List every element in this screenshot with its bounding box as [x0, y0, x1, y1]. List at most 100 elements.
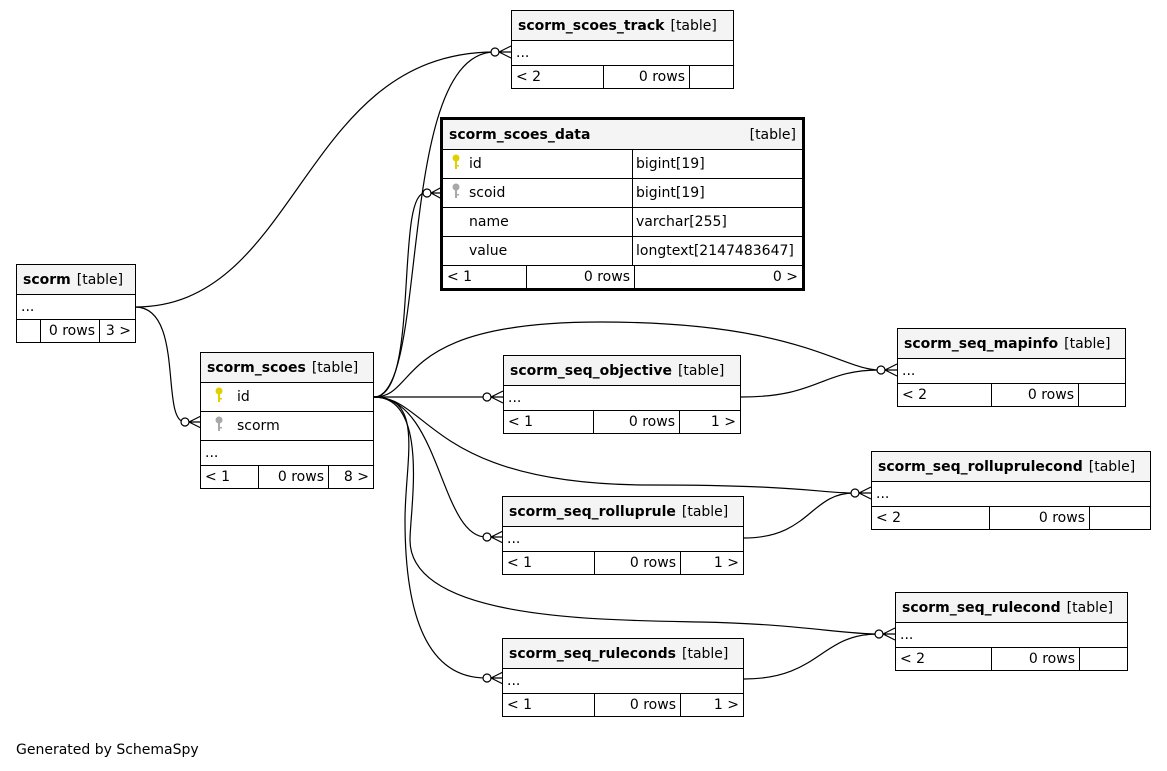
edge-scorm-to-scorm-scoes: [134, 306, 186, 423]
ellipsis-row: ...: [872, 481, 1150, 506]
table-header: scorm_seq_mapinfo [table]: [898, 329, 1125, 358]
table-footer: 0 rows 3 >: [17, 319, 135, 342]
table-footer: < 1 0 rows 1 >: [504, 410, 740, 433]
parents-count: < 2: [902, 387, 928, 403]
rows-count: 0 rows: [594, 694, 680, 716]
crows-foot-icon: [876, 363, 898, 377]
rows-count: 0 rows: [991, 384, 1078, 406]
table-scorm-seq-ruleconds[interactable]: scorm_seq_ruleconds [table] ... < 1 0 ro…: [502, 638, 744, 717]
table-scorm-seq-rolluprulecond[interactable]: scorm_seq_rolluprulecond [table] ... < 2…: [871, 451, 1151, 530]
table-footer: < 1 0 rows 8 >: [201, 465, 373, 488]
table-type: [table]: [749, 126, 796, 143]
table-name: scorm_seq_ruleconds: [509, 645, 676, 662]
column-type: longtext[2147483647]: [636, 243, 794, 259]
children-count: 1 >: [680, 694, 743, 716]
crows-foot-icon: [482, 671, 504, 685]
column-name-cell: value: [443, 237, 633, 265]
rows-count: 0 rows: [991, 648, 1079, 670]
rows-count: 0 rows: [593, 411, 679, 433]
ellipsis-row: ...: [512, 40, 733, 65]
edge-scorm-seq-ruleconds-to-scorm-seq-rulecond: [743, 633, 879, 680]
children-count: [689, 66, 733, 88]
ellipsis: ...: [902, 363, 916, 379]
table-header: scorm_scoes_track [table]: [512, 11, 733, 40]
crows-foot-icon: [482, 530, 504, 544]
crows-foot-icon: [482, 390, 504, 404]
table-type: [table]: [681, 503, 729, 520]
edge-scorm-scoes-to-scorm-seq-rulecond: [373, 396, 879, 635]
parents-count: < 1: [205, 469, 231, 485]
column-row: scorm: [201, 411, 373, 440]
ellipsis: ...: [205, 445, 219, 461]
parents-count: < 1: [447, 269, 473, 285]
table-scorm[interactable]: scorm [table] ... 0 rows 3 >: [16, 264, 136, 343]
table-name: scorm_scoes_data: [449, 126, 591, 143]
column-name-cell: name: [443, 208, 633, 236]
edge-scorm-scoes-to-scorm-seq-mapinfo: [373, 321, 881, 398]
parents-count: < 1: [507, 555, 533, 571]
generated-by-credit: Generated by SchemaSpy: [16, 742, 199, 758]
table-footer: < 2 0 rows: [872, 506, 1150, 529]
table-name: scorm_seq_rolluprulecond: [878, 458, 1083, 475]
table-scorm-seq-mapinfo[interactable]: scorm_seq_mapinfo [table] ... < 2 0 rows: [897, 328, 1126, 407]
table-type: [table]: [682, 645, 729, 662]
parents-count: [17, 320, 40, 342]
table-scorm-seq-rulecond[interactable]: scorm_seq_rulecond [table] ... < 2 0 row…: [895, 592, 1128, 671]
children-count: [1079, 648, 1127, 670]
rows-count: 0 rows: [594, 552, 680, 574]
parents-count: < 2: [516, 69, 542, 85]
ellipsis: ...: [516, 45, 530, 61]
table-header: scorm_scoes [table]: [201, 353, 373, 382]
column-name-cell: id: [443, 150, 633, 178]
ellipsis-row: ...: [898, 358, 1125, 383]
table-name: scorm_seq_rolluprule: [509, 503, 676, 520]
table-scorm-seq-objective[interactable]: scorm_seq_objective [table] ... < 1 0 ro…: [503, 355, 741, 434]
crows-foot-icon: [850, 486, 872, 500]
column-name: value: [469, 243, 508, 259]
parents-count: < 1: [508, 414, 534, 430]
column-row: name varchar[255]: [443, 207, 802, 236]
table-header: scorm_scoes_data [table]: [443, 120, 802, 149]
table-name: scorm_seq_rulecond: [902, 599, 1061, 616]
table-type: [table]: [670, 17, 717, 34]
column-name: id: [469, 156, 482, 172]
table-name: scorm_seq_mapinfo: [904, 335, 1059, 352]
ellipsis-row: ...: [504, 385, 740, 410]
ellipsis-row: ...: [201, 440, 373, 465]
primary-key-icon: [201, 386, 237, 408]
column-type: varchar[255]: [636, 214, 727, 230]
table-scorm-scoes[interactable]: scorm_scoes [table] id scorm ... < 1 0 r…: [200, 352, 374, 489]
table-header: scorm_seq_objective [table]: [504, 356, 740, 385]
parents-count: < 2: [900, 651, 926, 667]
table-name: scorm_scoes: [207, 359, 306, 376]
table-type: [table]: [1064, 335, 1111, 352]
table-header: scorm [table]: [17, 265, 135, 294]
column-row: id: [201, 382, 373, 411]
ellipsis-row: ...: [503, 668, 743, 693]
table-scorm-scoes-data[interactable]: scorm_scoes_data [table] id bigint[19] s…: [440, 117, 805, 291]
crows-foot-icon: [874, 627, 896, 641]
column-name: name: [469, 214, 509, 230]
edge-scorm-scoes-to-scorm-seq-ruleconds: [373, 396, 487, 679]
table-header: scorm_seq_ruleconds [table]: [503, 639, 743, 668]
table-scorm-seq-rolluprule[interactable]: scorm_seq_rolluprule [table] ... < 1 0 r…: [502, 496, 744, 575]
table-type: [table]: [677, 362, 725, 379]
children-count: 8 >: [328, 466, 373, 488]
ellipsis: ...: [900, 627, 914, 643]
column-name: scoid: [469, 185, 506, 201]
column-row: scoid bigint[19]: [443, 178, 802, 207]
rows-count: 0 rows: [526, 266, 634, 288]
ellipsis: ...: [507, 531, 521, 547]
rows-count: 0 rows: [40, 320, 99, 342]
table-name: scorm: [23, 271, 71, 288]
column-name-cell: scoid: [443, 179, 633, 207]
parents-count: < 2: [876, 510, 902, 526]
ellipsis: ...: [507, 673, 521, 689]
table-name: scorm_seq_objective: [510, 362, 672, 379]
table-type: [table]: [76, 271, 124, 288]
table-header: scorm_seq_rolluprulecond [table]: [872, 452, 1150, 481]
ellipsis-row: ...: [17, 294, 135, 319]
edge-scorm-scoes-to-scorm-scoes-data: [373, 192, 426, 398]
table-scorm-scoes-track[interactable]: scorm_scoes_track [table] ... < 2 0 rows: [511, 10, 734, 89]
table-footer: < 1 0 rows 0 >: [443, 265, 802, 288]
